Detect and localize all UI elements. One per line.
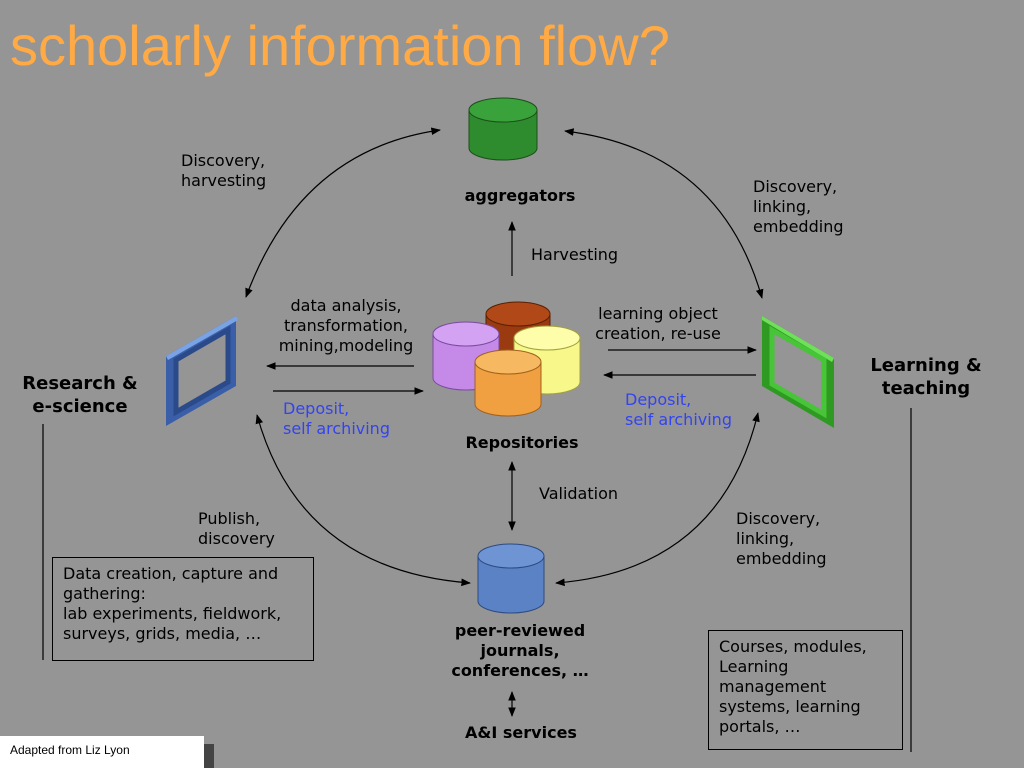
arc-research-journals (255, 414, 471, 587)
data-analysis-label: data analysis, transformation, mining,mo… (278, 296, 414, 355)
discovery-linking-bottom-label: Discovery, linking, embedding (736, 509, 827, 568)
courses-box: Courses, modules, Learning management sy… (708, 630, 903, 750)
journals-database-icon (477, 543, 545, 614)
arc-aggregators-learning (564, 128, 764, 299)
slide-title: scholarly information flow? (10, 14, 670, 77)
learning-label: Learning & teaching (870, 355, 982, 399)
deposit-left-label: Deposit, self archiving (283, 399, 390, 438)
aggregators-label: aggregators (464, 186, 576, 205)
learning-frame-icon (762, 316, 834, 428)
repositories-label: Repositories (465, 433, 579, 452)
learning-object-label: learning object creation, re-use (595, 304, 721, 343)
publish-discovery-label: Publish, discovery (198, 509, 275, 548)
ai-services-label: A&I services (465, 723, 577, 742)
validation-label: Validation (539, 484, 619, 503)
journals-label: peer-reviewed journals, conferences, … (451, 621, 589, 680)
arc-research-aggregators (245, 127, 441, 298)
research-label: Research & e-science (22, 373, 138, 417)
credit-shadow (204, 744, 214, 768)
arc-journals-learning (555, 412, 760, 587)
research-frame-icon (166, 316, 238, 426)
data-creation-box: Data creation, capture and gathering: la… (52, 557, 314, 661)
discovery-harvesting-label: Discovery, harvesting (181, 151, 267, 190)
discovery-linking-top-label: Discovery, linking, embedding (753, 177, 844, 236)
deposit-right-label: Deposit, self archiving (625, 390, 732, 429)
harvesting-label: Harvesting (531, 245, 619, 264)
aggregators-database-icon (468, 97, 538, 161)
credit-note: Adapted from Liz Lyon (0, 736, 204, 768)
repositories-database-icon (432, 301, 581, 417)
